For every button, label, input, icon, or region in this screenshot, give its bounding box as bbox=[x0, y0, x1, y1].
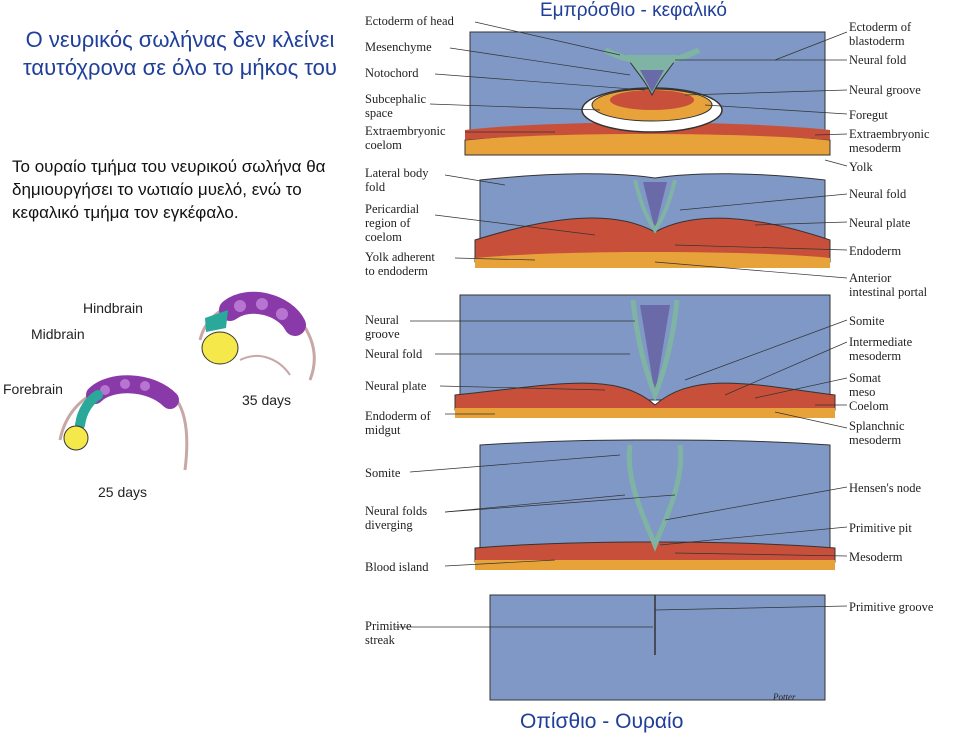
label-coelom: Coelom bbox=[849, 399, 889, 413]
label-endoderm-midgut: Endoderm of midgut bbox=[365, 409, 431, 437]
label-neural-plate-right: Neural plate bbox=[849, 216, 911, 230]
brain-figure-svg bbox=[58, 291, 316, 471]
section-4 bbox=[474, 439, 836, 570]
hindbrain-seg bbox=[234, 300, 246, 312]
label-lateral-body-fold: Lateral body fold bbox=[365, 166, 429, 194]
section-2 bbox=[474, 173, 831, 268]
label-hensens-node: Hensen's node bbox=[849, 481, 922, 495]
label-subcephalic-space: Subcephalic space bbox=[365, 92, 427, 120]
section-5 bbox=[489, 594, 826, 701]
label-notochord: Notochord bbox=[365, 66, 419, 80]
brain-development-figure: Hindbrain Midbrain Forebrain 25 days 35 … bbox=[0, 280, 340, 510]
label-primitive-pit: Primitive pit bbox=[849, 521, 912, 535]
label-neural-groove-right: Neural groove bbox=[849, 83, 921, 97]
leader-lines-right bbox=[654, 31, 848, 611]
anterior-cranial-label: Εμπρόσθιο - κεφαλικό bbox=[540, 0, 727, 21]
label-neural-plate-left: Neural plate bbox=[365, 379, 427, 393]
label-primitive-groove: Primitive groove bbox=[849, 600, 934, 614]
label-neural-fold-right-1: Neural fold bbox=[849, 53, 907, 67]
forebrain-label: Forebrain bbox=[3, 381, 63, 397]
label-foregut: Foregut bbox=[849, 108, 888, 122]
hindbrain-seg bbox=[100, 385, 110, 395]
label-yolk: Yolk bbox=[849, 160, 873, 174]
hindbrain-seg bbox=[120, 379, 130, 389]
label-neural-folds-diverging: Neural folds diverging bbox=[365, 504, 428, 532]
label-somite-left: Somite bbox=[365, 466, 401, 480]
description-text: Το ουραίο τμήμα του νευρικού σωλήνα θα δ… bbox=[12, 157, 326, 222]
label-intermediate-mesoderm: Intermediate mesoderm bbox=[849, 335, 913, 363]
label-blood-island: Blood island bbox=[365, 560, 429, 574]
label-yolk-adherent: Yolk adherent to endoderm bbox=[365, 250, 435, 278]
label-extraembryonic-mesoderm: Extraembryonic mesoderm bbox=[849, 127, 930, 155]
forebrain-25 bbox=[63, 425, 89, 451]
cross-section-diagram: Ectoderm of head Mesenchyme Notochord Su… bbox=[355, 0, 960, 710]
label-ectoderm-of-head: Ectoderm of head bbox=[365, 14, 454, 28]
embryo-35-body bbox=[239, 355, 291, 376]
midbrain-25 bbox=[75, 390, 103, 430]
label-pericardial-region: Pericardial region of coelom bbox=[365, 202, 420, 244]
label-splanchnic-mesoderm: Splanchnic mesoderm bbox=[849, 419, 905, 447]
cross-sections-svg bbox=[395, 21, 848, 701]
posterior-caudal-label: Οπίσθιο - Ουραίο bbox=[520, 710, 684, 733]
label-endoderm: Endoderm bbox=[849, 244, 902, 258]
hindbrain-seg bbox=[256, 298, 268, 310]
forebrain-35 bbox=[201, 331, 239, 365]
artist-signature: Potter bbox=[773, 692, 796, 702]
page-title: Ο νευρικός σωλήνας δεν κλείνει ταυτόχρον… bbox=[23, 27, 337, 80]
label-mesenchyme: Mesenchyme bbox=[365, 40, 432, 54]
leader-lines-left bbox=[395, 21, 676, 628]
hindbrain-seg bbox=[276, 308, 288, 320]
label-extraembryonic-coelom: Extraembryonic coelom bbox=[365, 124, 446, 152]
days-25-label: 25 days bbox=[98, 484, 148, 500]
section-1 bbox=[464, 31, 831, 156]
hindbrain-label: Hindbrain bbox=[83, 300, 143, 316]
midbrain-label: Midbrain bbox=[31, 326, 85, 342]
section-3 bbox=[454, 294, 836, 418]
label-somite-right: Somite bbox=[849, 314, 885, 328]
label-neural-groove-left: Neural groove bbox=[365, 313, 400, 341]
label-mesoderm: Mesoderm bbox=[849, 550, 903, 564]
days-35-label: 35 days bbox=[242, 392, 292, 408]
midbrain-35 bbox=[205, 310, 228, 332]
label-neural-fold-left: Neural fold bbox=[365, 347, 423, 361]
hindbrain-seg bbox=[140, 381, 150, 391]
label-anterior-intestinal-portal: Anterior intestinal portal bbox=[849, 271, 928, 299]
label-ectoderm-blastoderm: Ectoderm of blastoderm bbox=[849, 20, 912, 48]
label-primitive-streak: Primitive streak bbox=[365, 619, 412, 647]
label-somatic-mesoderm: Somat meso bbox=[849, 371, 881, 399]
label-neural-fold-right-2: Neural fold bbox=[849, 187, 907, 201]
